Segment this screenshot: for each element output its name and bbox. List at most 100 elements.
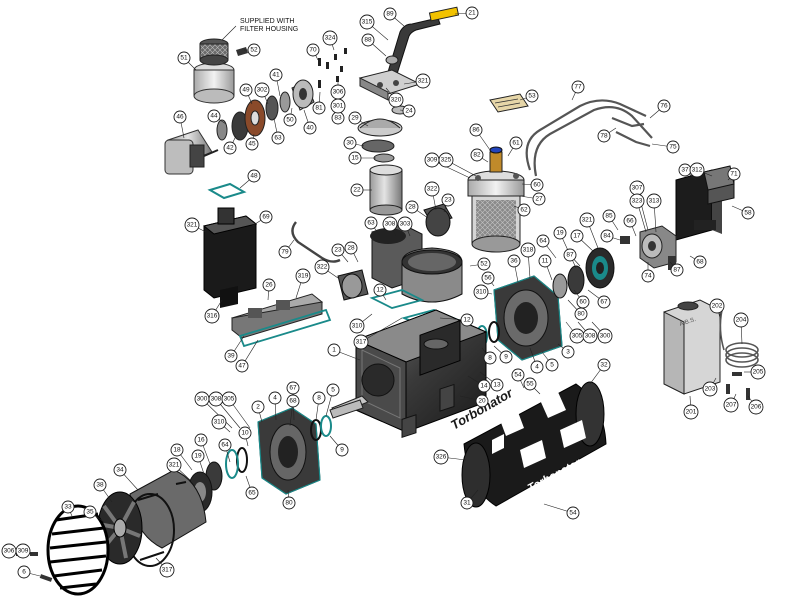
callout-321d: 321 — [166, 457, 182, 473]
callout-circle — [314, 259, 330, 275]
callout-circle — [600, 229, 614, 243]
callout-76: 76 — [657, 99, 671, 113]
callout-number: 60 — [579, 299, 587, 306]
callout-circle — [350, 183, 364, 197]
callout-circle — [283, 113, 297, 127]
callout-circle — [536, 234, 550, 248]
callout-26: 26 — [262, 278, 276, 292]
callout-32: 32 — [597, 358, 611, 372]
callout-number: 6 — [22, 569, 26, 576]
callout-number: 51 — [180, 55, 188, 62]
callout-87: 87 — [563, 248, 577, 262]
callout-30: 30 — [343, 136, 357, 150]
callout-number: 35 — [86, 509, 94, 516]
callout-number: 81 — [315, 105, 323, 112]
callout-circle — [623, 214, 637, 228]
callout-306b: 306 — [1, 543, 17, 559]
callout-number: 310 — [214, 419, 225, 426]
callout-58: 58 — [741, 206, 755, 220]
callout-number: 42 — [226, 145, 234, 152]
callout-circle — [666, 140, 680, 154]
callout-number: 316 — [207, 313, 218, 320]
callout-circle — [15, 543, 31, 559]
callout-12b: 12 — [460, 313, 474, 327]
callout-number: 64 — [539, 238, 547, 245]
callout-circle — [361, 33, 375, 47]
callout-89: 89 — [383, 7, 397, 21]
callout-number: 313 — [649, 198, 660, 205]
callout-circle — [247, 169, 261, 183]
callout-47: 47 — [235, 359, 249, 373]
callout-number: 310 — [352, 323, 363, 330]
callout-62: 62 — [517, 203, 531, 217]
callout-306: 306 — [330, 84, 346, 100]
callout-circle — [170, 443, 184, 457]
callout-81: 81 — [312, 101, 326, 115]
callout-circle — [349, 318, 365, 334]
callout-325: 325 — [438, 152, 454, 168]
callout-number: 75 — [669, 144, 677, 151]
callout-number: 69 — [262, 214, 270, 221]
callout-10: 10 — [238, 426, 252, 440]
clip-part — [236, 47, 248, 56]
mounting-plate — [358, 69, 422, 101]
callout-number: 67 — [289, 385, 297, 392]
callout-31: 31 — [460, 496, 474, 510]
callout-number: 9 — [504, 354, 508, 361]
callout-number: 70 — [309, 47, 317, 54]
callout-20: 20 — [475, 394, 489, 408]
callout-circle — [364, 216, 378, 230]
callout-circle — [331, 243, 345, 257]
callout-number: 31 — [463, 500, 471, 507]
callout-circle — [530, 360, 544, 374]
callout-317b: 317 — [159, 562, 175, 578]
rear-end-cover — [493, 275, 563, 361]
callout-circle — [344, 241, 358, 255]
callout-circle — [159, 562, 175, 578]
callout-number: 5 — [550, 362, 554, 369]
callout-number: 50 — [286, 117, 294, 124]
callout-317: 317 — [353, 334, 369, 350]
callout-54: 54 — [511, 368, 525, 382]
callout-circle — [373, 283, 387, 297]
callout-circle — [570, 229, 584, 243]
callout-number: 324 — [325, 35, 336, 42]
callout-35: 35 — [83, 505, 97, 519]
callout-71: 71 — [727, 167, 741, 181]
callout-54b: 54 — [566, 506, 580, 520]
callout-322b: 322 — [314, 259, 330, 275]
callout-circle — [247, 43, 261, 57]
callout-50: 50 — [283, 113, 297, 127]
callout-circle — [460, 313, 474, 327]
callout-number: 84 — [603, 233, 611, 240]
callout-85: 85 — [602, 209, 616, 223]
callout-63b: 63 — [364, 216, 378, 230]
callout-number: 10 — [241, 430, 249, 437]
callout-number: 23 — [334, 247, 342, 254]
callout-circle — [295, 268, 311, 284]
callout-circle — [303, 121, 317, 135]
callout-40: 40 — [303, 121, 317, 135]
callout-21: 21 — [465, 6, 479, 20]
svg-text:A.B.S.: A.B.S. — [679, 317, 697, 328]
callout-66: 66 — [623, 214, 637, 228]
callout-circle — [709, 298, 725, 314]
callout-41: 41 — [269, 68, 283, 82]
callout-circle — [239, 83, 253, 97]
callout-number: 320 — [391, 97, 402, 104]
bottle-fittings — [726, 372, 750, 400]
callout-circle — [511, 368, 525, 382]
callout-309: 309 — [424, 152, 440, 168]
callout-number: 58 — [744, 210, 752, 217]
filter-housing — [202, 207, 258, 308]
callout-circle — [670, 263, 684, 277]
callout-circle — [477, 379, 491, 393]
drive-shaft — [329, 399, 364, 419]
callout-75: 75 — [666, 140, 680, 154]
callout-number: 204 — [736, 317, 747, 324]
callout-60b: 60 — [576, 295, 590, 309]
callout-204: 204 — [733, 312, 749, 328]
callout-44: 44 — [207, 109, 221, 123]
callout-circle — [477, 257, 491, 271]
callout-number: 19 — [556, 230, 564, 237]
